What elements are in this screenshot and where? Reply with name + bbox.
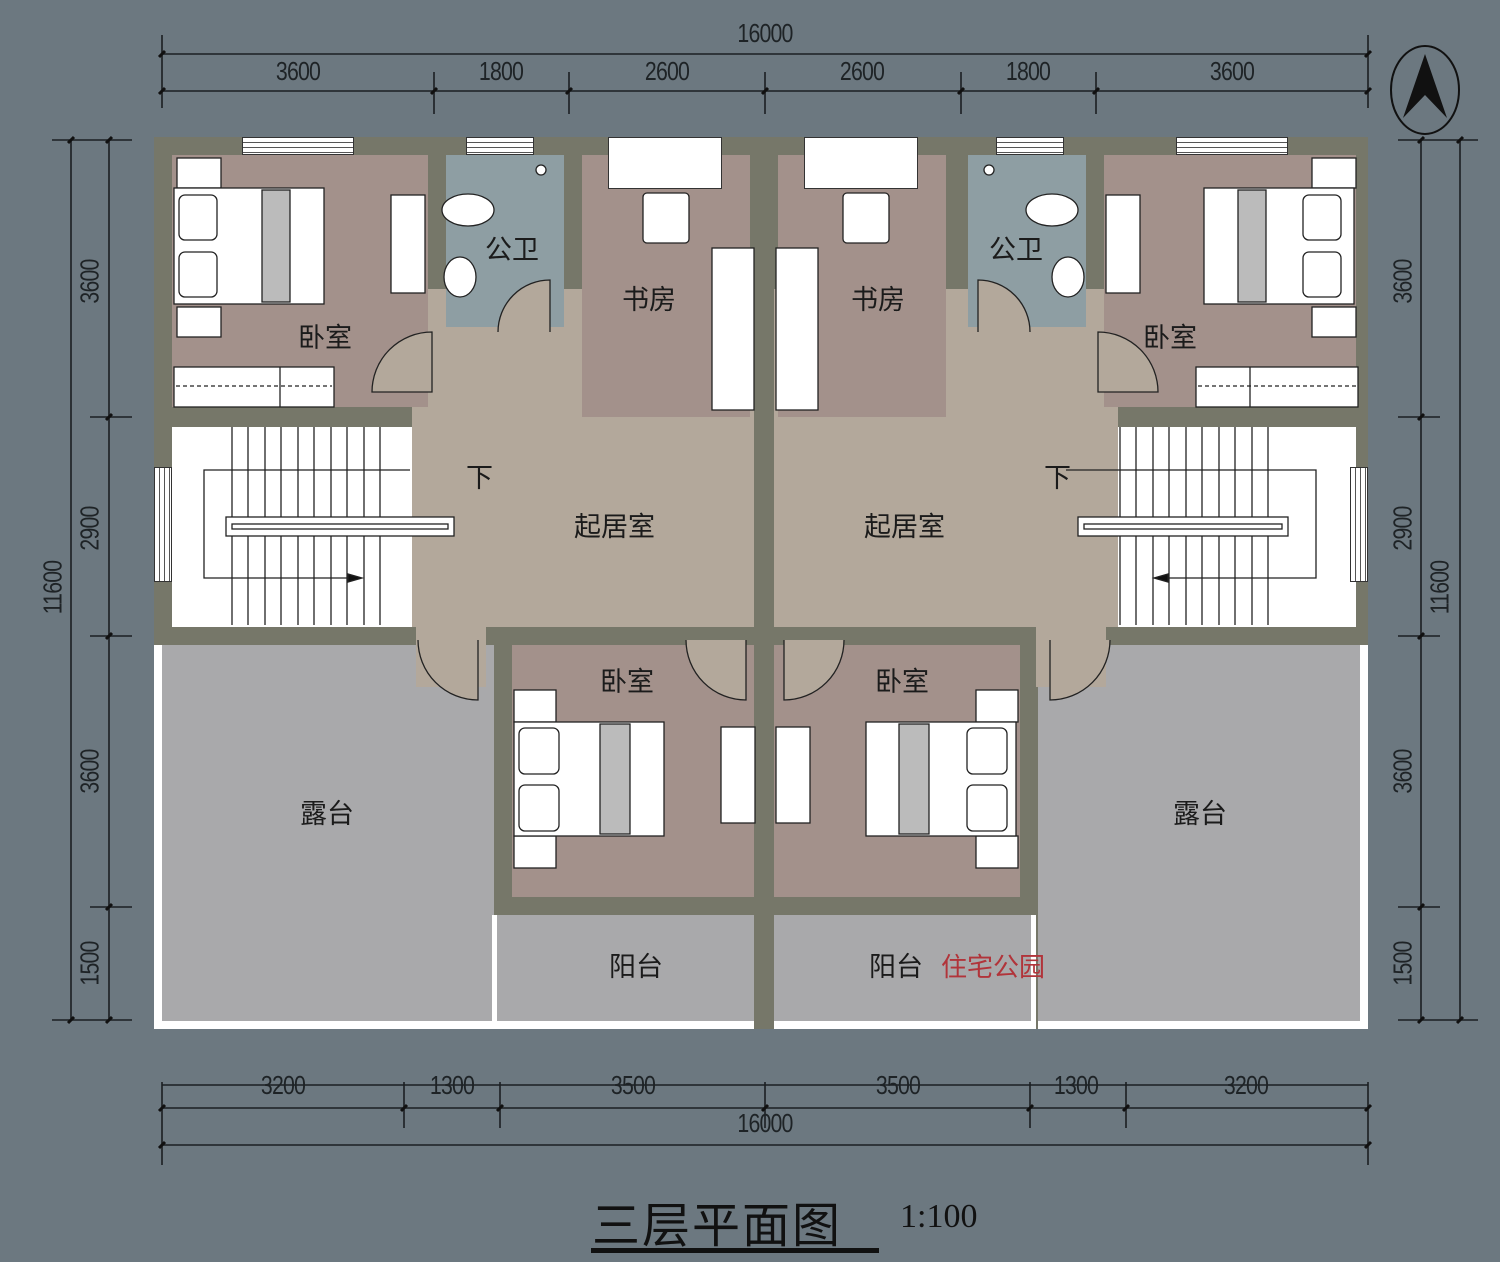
terrace-east (1038, 645, 1368, 1029)
label-wc-east: 公卫 (989, 235, 1043, 266)
watermark: 住宅公园 (941, 953, 1046, 983)
balcony-west (492, 915, 754, 1029)
desk-west (608, 137, 722, 189)
dim-top-6: 3600 (1209, 56, 1255, 86)
stair-east[interactable] (1118, 427, 1356, 627)
label-living-west: 起居室 (574, 512, 655, 543)
label-balcony-east: 阳台 (869, 952, 923, 983)
dim-right-3: 3600 (1387, 749, 1418, 794)
dim-right-total: 11600 (1424, 560, 1455, 615)
dim-bottom-2: 1300 (429, 1070, 475, 1100)
bedroom-nw (172, 155, 428, 407)
drawing-title: 三层平面图 (592, 1198, 843, 1254)
label-bedroom-ne: 卧室 (1143, 323, 1197, 354)
dim-bottom-5: 1300 (1053, 1070, 1099, 1100)
window-wc-west (466, 137, 534, 155)
window-stair-west (154, 467, 172, 582)
dim-top-1: 3600 (275, 56, 321, 86)
label-balcony-west: 阳台 (609, 952, 663, 983)
dim-right-4: 1500 (1387, 941, 1418, 986)
window-nw-bedroom (242, 137, 354, 155)
dim-left-total: 11600 (37, 560, 68, 615)
dim-left-3: 3600 (74, 749, 105, 794)
dim-bottom-1: 3200 (260, 1070, 306, 1100)
dim-right-2: 2900 (1387, 506, 1418, 551)
title-underline (591, 1248, 879, 1253)
dim-top-5: 1800 (1005, 56, 1051, 86)
window-wc-east (996, 137, 1064, 155)
window-ne-bedroom (1176, 137, 1288, 155)
drawing-scale: 1:100 (900, 1198, 978, 1235)
label-wc-west: 公卫 (485, 235, 539, 266)
dim-left-2: 2900 (74, 506, 105, 551)
living-east-door-area (1036, 627, 1106, 687)
label-stair-east-down: 下 (1044, 463, 1071, 494)
label-bedroom-nw: 卧室 (298, 323, 352, 354)
living-west-door-area (416, 627, 486, 687)
dim-right-1: 3600 (1387, 259, 1418, 304)
label-terrace-west: 露台 (300, 799, 354, 830)
dim-bottom-3: 3500 (610, 1070, 656, 1100)
floor-plan (154, 137, 1368, 1029)
dim-bottom-total: 16000 (737, 1108, 793, 1138)
label-study-west: 书房 (622, 285, 676, 316)
label-bedroom-sw: 卧室 (600, 667, 654, 698)
label-bedroom-se: 卧室 (875, 667, 929, 698)
dim-top-4: 2600 (839, 56, 885, 86)
dim-left-1: 3600 (74, 259, 105, 304)
stair-west[interactable] (172, 427, 412, 627)
label-living-east: 起居室 (864, 512, 945, 543)
dim-top-2: 1800 (478, 56, 524, 86)
terrace-west (154, 645, 494, 1029)
label-stair-west-down: 下 (466, 463, 493, 494)
balcony-east (774, 915, 1036, 1029)
dim-bottom-4: 3500 (875, 1070, 921, 1100)
label-terrace-east: 露台 (1173, 799, 1227, 830)
window-stair-east (1350, 467, 1368, 582)
dim-top-total: 16000 (737, 18, 793, 48)
dim-bottom-6: 3200 (1223, 1070, 1269, 1100)
label-study-east: 书房 (851, 285, 905, 316)
bedroom-ne (1104, 155, 1356, 407)
desk-east (804, 137, 918, 189)
dim-top-3: 2600 (644, 56, 690, 86)
dim-left-4: 1500 (74, 941, 105, 986)
